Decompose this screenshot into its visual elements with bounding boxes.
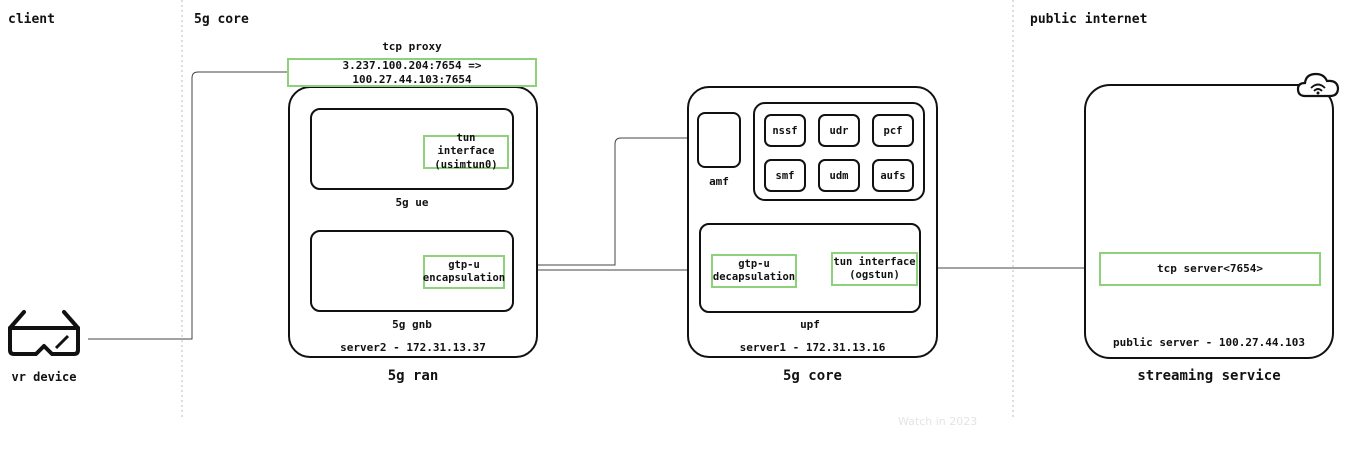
section-internet-title: public internet xyxy=(1030,12,1148,27)
ran-server-label: server2 - 172.31.13.37 xyxy=(340,341,486,354)
section-core-title: 5g core xyxy=(194,12,249,27)
nf-udr: udr xyxy=(818,114,860,147)
core-server-label: server1 - 172.31.13.16 xyxy=(739,341,886,354)
core-title: 5g core xyxy=(782,368,842,384)
tcp-server-box: tcp server<7654> xyxy=(1099,252,1321,286)
section-client-title: client xyxy=(8,12,55,27)
public-server-container xyxy=(1084,84,1334,359)
vr-headset-icon xyxy=(8,310,80,356)
line-gtp-to-amf xyxy=(505,137,697,266)
streaming-service-title: streaming service xyxy=(1137,368,1281,384)
nf-udm: udm xyxy=(818,159,860,192)
amf-label: amf xyxy=(709,175,729,188)
public-server-label: public server - 100.27.44.103 xyxy=(1112,336,1306,349)
nf-nssf: nssf xyxy=(764,114,806,147)
ran-title: 5g ran xyxy=(387,368,439,384)
gtp-u-decapsulation: gtp-u decapsulation xyxy=(711,254,797,288)
proxy-title: tcp proxy xyxy=(382,40,442,53)
gnb-label: 5g gnb xyxy=(392,318,432,331)
gtp-u-encapsulation: gtp-u encapsulation xyxy=(423,255,505,289)
ran-tun-interface: tun interface (usimtun0) xyxy=(423,132,509,171)
core-tun-interface: tun interface (ogstun) xyxy=(831,252,918,286)
nf-aufs: aufs xyxy=(872,159,914,192)
watermark-text: Watch in 2023 xyxy=(898,415,978,428)
vr-device-label: vr device xyxy=(11,370,77,384)
nf-pcf: pcf xyxy=(872,114,914,147)
upf-label: upf xyxy=(800,318,820,331)
cloud-wifi-icon xyxy=(1296,72,1340,98)
line-vr-to-proxy xyxy=(88,71,287,340)
nf-smf: smf xyxy=(764,159,806,192)
proxy-mapping-box: 3.237.100.204:7654 => 100.27.44.103:7654 xyxy=(287,58,537,87)
amf-box xyxy=(697,112,741,168)
ue-label: 5g ue xyxy=(395,196,429,209)
